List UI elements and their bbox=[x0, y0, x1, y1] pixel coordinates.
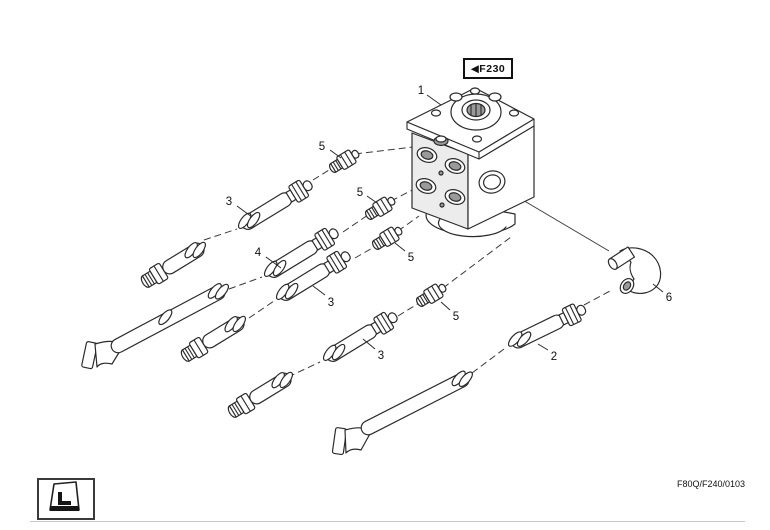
steering-valve-unit bbox=[406, 87, 535, 238]
callout-leader-line bbox=[537, 343, 549, 351]
adapter-fitting-5a bbox=[326, 145, 363, 177]
callout-leader-line bbox=[394, 242, 406, 252]
part-callout-1[interactable]: 1 bbox=[418, 85, 424, 97]
callout-leader-line bbox=[426, 94, 442, 106]
part-callout-5[interactable]: 5 bbox=[453, 311, 459, 323]
callout-leader-line bbox=[265, 256, 282, 269]
adapter-fitting-5b bbox=[362, 192, 399, 224]
part-callout-3[interactable]: 3 bbox=[328, 297, 334, 309]
elbow-union-part6 bbox=[607, 246, 662, 295]
hose-row-5-part2 bbox=[331, 246, 662, 456]
part-callout-3[interactable]: 3 bbox=[226, 196, 232, 208]
part-callout-5[interactable]: 5 bbox=[319, 141, 325, 153]
callout-leader-line bbox=[652, 283, 664, 293]
figure-reference-link[interactable]: ◀F230 bbox=[463, 58, 513, 79]
part-callout-3[interactable]: 3 bbox=[378, 350, 384, 362]
callout-leader-line bbox=[329, 149, 342, 159]
callout-leader-line bbox=[236, 205, 253, 218]
part-callouts: 1 3 4 3 3 5 5 5 5 2 6 bbox=[226, 85, 672, 363]
callout-leader-line bbox=[440, 301, 451, 311]
adapter-fitting-5d bbox=[413, 279, 450, 311]
hose-row-2-part4 bbox=[81, 192, 399, 370]
part-callout-6[interactable]: 6 bbox=[666, 292, 672, 304]
drawing-code: F80Q/F240/0103 bbox=[676, 479, 745, 489]
cab-variant-box bbox=[37, 478, 95, 520]
elbow-flange bbox=[81, 341, 98, 370]
callout-leader-line bbox=[362, 338, 376, 350]
assembly-centerlines bbox=[203, 146, 611, 378]
part-callout-5[interactable]: 5 bbox=[408, 252, 414, 264]
adapter-fitting-5c bbox=[369, 222, 406, 254]
part-callout-5[interactable]: 5 bbox=[357, 187, 363, 199]
valve-left-ports bbox=[415, 147, 466, 208]
callout-leader-line bbox=[366, 195, 378, 204]
callout-leader-line bbox=[312, 285, 326, 296]
page-bottom-rule bbox=[30, 521, 745, 522]
part-callout-2[interactable]: 2 bbox=[551, 351, 557, 363]
part-callout-4[interactable]: 4 bbox=[255, 247, 262, 259]
tractor-cab-icon bbox=[49, 481, 80, 511]
